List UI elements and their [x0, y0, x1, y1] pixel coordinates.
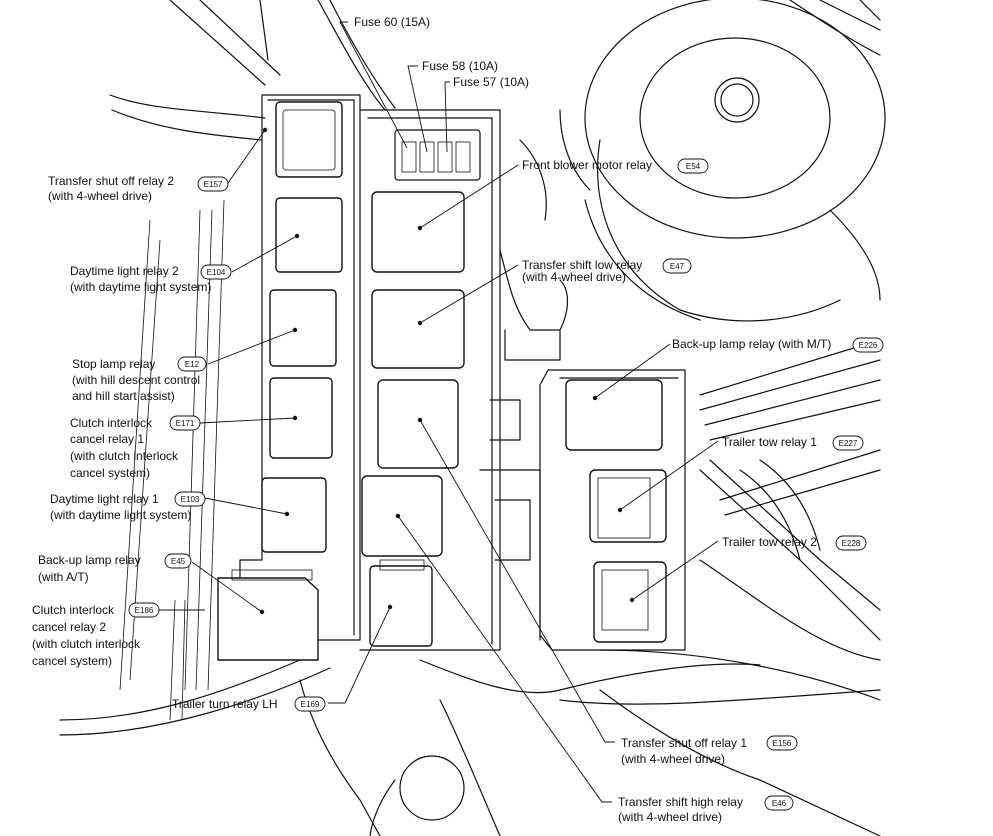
code-backup-lamp-at: E45	[171, 557, 186, 566]
fuse-57-slot	[437, 141, 453, 173]
label-trailer-turn-lh: Trailer turn relay LH	[172, 697, 278, 711]
callout-labels: Fuse 60 (15A) Fuse 58 (10A) Fuse 57 (10A…	[32, 15, 884, 824]
label-transfer-shutoff-1: Transfer shut off relay 1	[621, 736, 747, 750]
relay-box-clutch-interlock-1	[269, 377, 333, 459]
fuse-58-slot	[419, 141, 435, 173]
label-daytime-light-1: Daytime light relay 1	[50, 492, 159, 506]
label-clutch-interlock-1-l2: cancel relay 1	[70, 432, 144, 446]
label-clutch-interlock-2-note-1: (with clutch interlock	[32, 637, 141, 651]
relay-box-trailer-tow-1	[589, 469, 667, 543]
left-relay-block	[217, 94, 361, 661]
label-daytime-light-2-note: (with daytime light system)	[70, 280, 211, 294]
relay-box-transfer-shift-high	[361, 475, 443, 557]
label-transfer-shutoff-2-note: (with 4-wheel drive)	[48, 189, 152, 203]
code-daytime-light-1: E103	[181, 495, 200, 504]
center-relay-block	[359, 109, 501, 651]
fuse-block	[394, 129, 481, 181]
label-stop-lamp-note-1: (with hill descent control	[72, 373, 200, 387]
relay-box-front-blower	[371, 191, 465, 273]
label-clutch-interlock-1: Clutch interlock	[70, 416, 153, 430]
code-trailer-tow-2: E228	[842, 539, 861, 548]
background-engine-art	[59, 0, 886, 836]
label-transfer-shutoff-1-note: (with 4-wheel drive)	[621, 752, 725, 766]
fuse-60-slot	[401, 141, 417, 173]
label-transfer-shift-high-note: (with 4-wheel drive)	[618, 810, 722, 824]
relay-box-backup-lamp-mt	[565, 379, 663, 451]
label-front-blower-relay: Front blower motor relay	[522, 158, 652, 172]
code-front-blower: E54	[686, 162, 701, 171]
code-transfer-shutoff-2: E157	[204, 180, 223, 189]
label-daytime-light-1-note: (with daytime light system)	[50, 508, 191, 522]
code-daytime-light-2: E104	[207, 268, 226, 277]
code-clutch-interlock-2: E186	[135, 606, 154, 615]
relay-box-stop-lamp	[269, 289, 337, 367]
label-fuse-57: Fuse 57 (10A)	[453, 75, 529, 89]
label-backup-lamp-mt: Back-up lamp relay (with M/T)	[672, 337, 831, 351]
label-fuse-58: Fuse 58 (10A)	[422, 59, 498, 73]
label-stop-lamp-note-2: and hill start assist)	[72, 389, 175, 403]
label-clutch-interlock-2-l2: cancel relay 2	[32, 620, 106, 634]
relay-box-daytime-light-1	[261, 477, 327, 553]
label-stop-lamp-relay: Stop lamp relay	[72, 357, 155, 371]
code-transfer-shift-low: E47	[670, 262, 685, 271]
relay-box-transfer-shutoff-2	[275, 101, 343, 178]
label-trailer-tow-1: Trailer tow relay 1	[722, 435, 817, 449]
code-transfer-shift-high: E46	[772, 799, 787, 808]
code-stop-lamp: E12	[185, 360, 200, 369]
label-transfer-shift-low: Transfer shift low relay	[522, 258, 642, 272]
relay-box-daytime-light-2	[275, 197, 343, 273]
label-clutch-interlock-2: Clutch interlock	[32, 603, 115, 617]
label-transfer-shutoff-2: Transfer shut off relay 2	[48, 174, 174, 188]
relay-box-transfer-shift-low	[371, 289, 465, 369]
leader-lines	[158, 21, 719, 803]
right-relay-block	[539, 369, 686, 651]
label-backup-lamp-at: Back-up lamp relay	[38, 553, 141, 567]
label-clutch-interlock-1-note-2: cancel system)	[70, 466, 150, 480]
label-daytime-light-2: Daytime light relay 2	[70, 264, 179, 278]
label-transfer-shift-high: Transfer shift high relay	[618, 795, 743, 809]
label-backup-lamp-at-note: (with A/T)	[38, 570, 89, 584]
relay-box-transfer-shutoff-1	[377, 379, 459, 469]
label-trailer-tow-2: Trailer tow relay 2	[722, 535, 817, 549]
label-clutch-interlock-2-note-2: cancel system)	[32, 654, 112, 668]
label-clutch-interlock-1-note-1: (with clutch interlock	[70, 449, 179, 463]
relay-box-backup-lamp-at	[217, 577, 319, 661]
label-transfer-shift-low-note: (with 4-wheel drive)	[522, 270, 626, 284]
code-trailer-tow-1: E227	[839, 439, 858, 448]
code-trailer-turn-lh: E169	[301, 700, 320, 709]
code-clutch-interlock-1: E171	[176, 419, 195, 428]
code-backup-lamp-mt: E226	[859, 341, 878, 350]
relay-box-trailer-turn-lh	[369, 565, 433, 647]
label-fuse-60: Fuse 60 (15A)	[354, 15, 430, 29]
code-transfer-shutoff-1: E156	[773, 739, 792, 748]
